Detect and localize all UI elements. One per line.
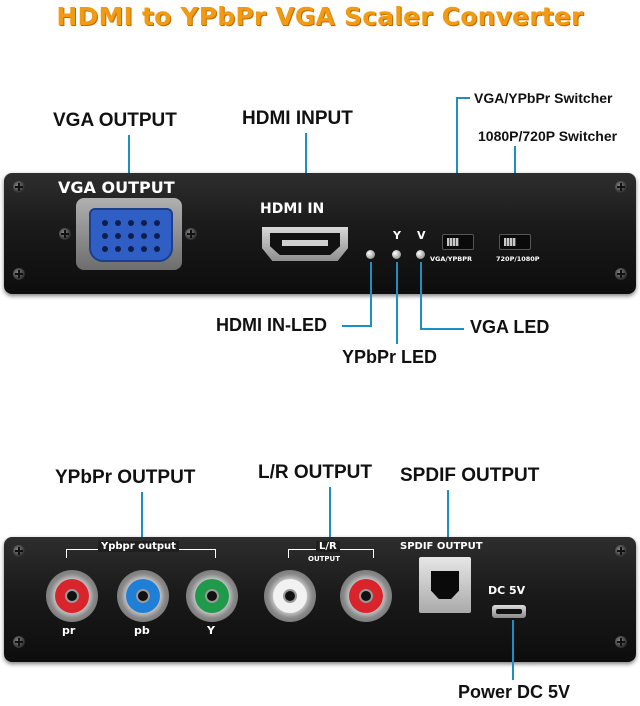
- screw-icon: [615, 545, 627, 557]
- page-title: HDMI to YPbPr VGA Scaler Converter: [56, 2, 584, 31]
- leader-line-lr: [329, 487, 331, 542]
- rear-panel: [4, 537, 636, 662]
- rca-port-audio-right: [340, 570, 392, 622]
- port-label-pr: pr: [62, 624, 76, 637]
- panel-label-ypbpr: Ypbpr output: [98, 541, 179, 552]
- vga-led: [416, 250, 425, 259]
- rca-port-pb: [117, 570, 169, 622]
- hdmi-port-tongue: [282, 240, 328, 246]
- ypbpr-led: [392, 250, 401, 259]
- leader-line-power: [512, 620, 514, 680]
- screw-icon: [13, 268, 25, 280]
- leader-line-ypbpr: [141, 492, 143, 542]
- callout-hdmi-in-led: HDMI IN-LED: [216, 315, 327, 335]
- panel-label-led-y: Y: [393, 229, 401, 242]
- leader-line-hdmi-led-v: [370, 262, 372, 327]
- dc-power-port: [492, 605, 526, 618]
- rca-port-pr: [46, 570, 98, 622]
- leader-line-spdif: [447, 490, 449, 542]
- callout-res-switcher: 1080P/720P Switcher: [478, 128, 618, 144]
- callout-lr-output: L/R OUTPUT: [258, 462, 372, 483]
- panel-label-switch2: 720P/1080P: [496, 255, 540, 263]
- screw-icon: [13, 181, 25, 193]
- leader-line-vga: [128, 135, 130, 179]
- callout-ypbpr-output: YPbPr OUTPUT: [55, 467, 196, 488]
- screw-icon: [615, 181, 627, 193]
- port-label-y: Y: [207, 624, 215, 637]
- screw-icon: [615, 268, 627, 280]
- panel-label-spdif: SPDIF OUTPUT: [400, 541, 483, 552]
- screw-icon: [59, 228, 71, 240]
- screw-icon: [13, 636, 25, 648]
- vga-ypbpr-switch[interactable]: [442, 234, 474, 250]
- panel-label-dc: DC 5V: [488, 584, 526, 597]
- panel-label-led-v: V: [417, 229, 426, 242]
- rca-port-audio-left: [264, 570, 316, 622]
- port-label-pb: pb: [134, 624, 150, 637]
- resolution-switch[interactable]: [499, 234, 531, 250]
- hdmi-in-led: [366, 250, 375, 259]
- leader-line-sw1-v: [456, 97, 458, 234]
- leader-line-sw1-h: [456, 97, 470, 99]
- callout-power: Power DC 5V: [458, 682, 571, 702]
- panel-label-hdmi: HDMI IN: [260, 201, 325, 217]
- panel-label-lr-sub: OUTPUT: [308, 555, 340, 563]
- callout-vga-led: VGA LED: [470, 317, 550, 337]
- callout-hdmi-input: HDMI INPUT: [242, 108, 353, 129]
- spdif-port: [419, 557, 471, 613]
- rca-port-y: [186, 570, 238, 622]
- callout-vga-output: VGA OUTPUT: [53, 110, 177, 131]
- leader-line-ypbpr-led: [396, 262, 398, 344]
- screw-icon: [13, 545, 25, 557]
- callout-ypbpr-led: YPbPr LED: [342, 347, 438, 367]
- vga-port: [89, 208, 173, 262]
- panel-label-switch1: VGA/YPBPR: [430, 255, 472, 263]
- screw-icon: [185, 228, 197, 240]
- callout-vga-ypbpr-switcher: VGA/YPbPr Switcher: [474, 90, 613, 106]
- callout-spdif-output: SPDIF OUTPUT: [400, 465, 540, 486]
- leader-line-hdmi-led-h: [342, 325, 372, 327]
- panel-label-lr: L/R: [316, 541, 340, 552]
- leader-line-vga-led-h: [420, 328, 464, 330]
- leader-line-hdmi: [305, 133, 307, 197]
- screw-icon: [615, 636, 627, 648]
- panel-label-vga: VGA OUTPUT: [58, 178, 175, 197]
- leader-line-vga-led-v: [420, 262, 422, 330]
